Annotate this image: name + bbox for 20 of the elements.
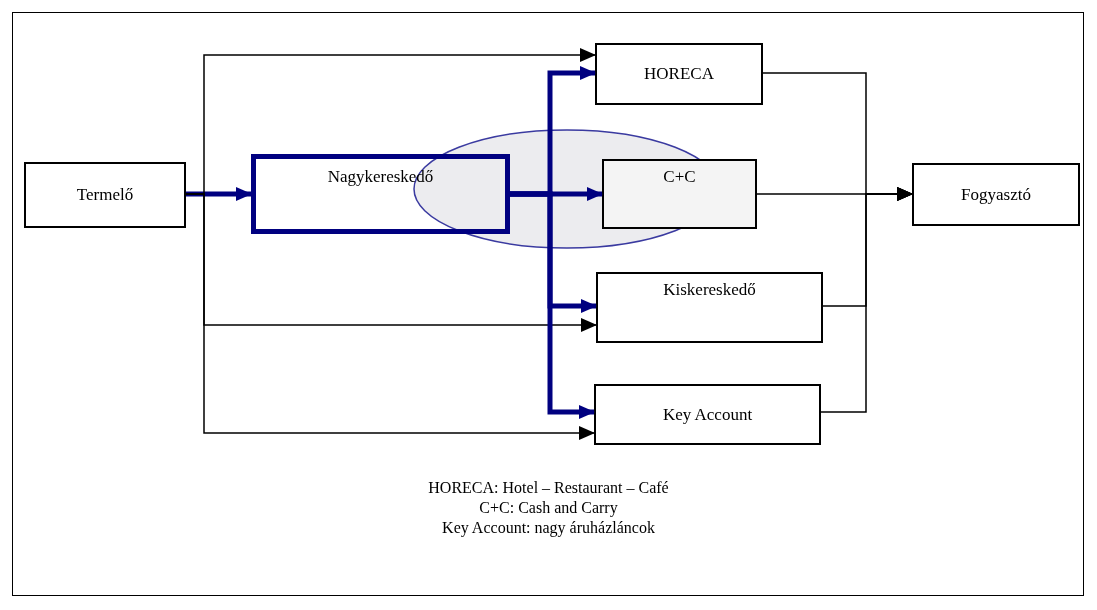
- arrow: [186, 187, 252, 201]
- process-box: [602, 159, 757, 229]
- note-text: HORECA: Hotel – Restaurant – Café: [428, 478, 669, 498]
- node-label: C+C: [663, 167, 696, 187]
- node-label: Termelő: [76, 185, 134, 205]
- node-label: Kiskereskedő: [663, 280, 756, 300]
- node-label: HORECA: [644, 64, 714, 84]
- arrow: [185, 193, 595, 440]
- process-box: [596, 272, 823, 343]
- node-label: Key Account: [662, 404, 753, 425]
- process-box: [24, 162, 186, 228]
- node-label: Fogyasztó: [961, 184, 1031, 205]
- arrow: [510, 191, 595, 419]
- arrow: [820, 187, 913, 413]
- process-box: [594, 384, 821, 445]
- note-text: Key Account: nagy áruházláncok: [442, 518, 655, 538]
- process-box: [251, 154, 510, 234]
- process-box: [595, 43, 763, 105]
- process-box: [912, 163, 1080, 226]
- note-text: C+C: Cash and Carry: [479, 498, 618, 518]
